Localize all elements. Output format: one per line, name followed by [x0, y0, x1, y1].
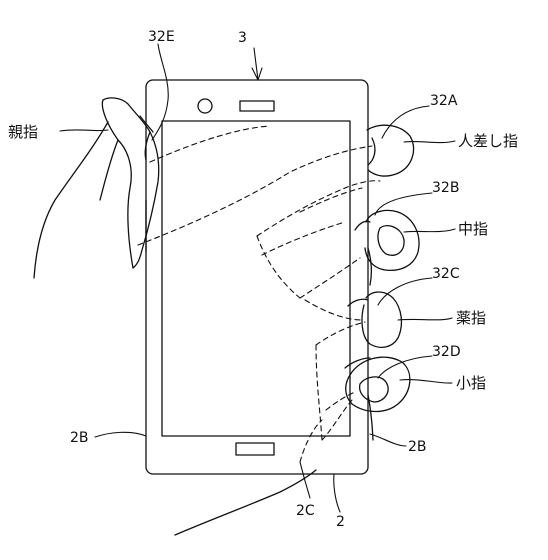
palm-lower-edge: [367, 247, 372, 286]
label-index-finger: 人差し指: [458, 132, 518, 150]
label-thumb: 親指: [8, 123, 38, 141]
label-ring-finger: 薬指: [456, 309, 486, 327]
label-side-right: 2B: [408, 439, 427, 455]
label-device-3: 3: [238, 30, 247, 46]
ring-finger-shape: [347, 291, 403, 349]
label-thumb-sensor: 32E: [148, 29, 175, 45]
label-housing: 2: [336, 514, 345, 530]
label-ring-sensor: 32C: [432, 266, 460, 282]
camera-icon: [197, 98, 213, 114]
middle-finger-shape: [354, 209, 420, 272]
label-index-sensor: 32A: [430, 93, 458, 109]
phone-screen: [161, 120, 351, 437]
label-side-left: 2B: [70, 430, 89, 446]
label-little-finger: 小指: [456, 374, 486, 392]
index-finger-shape: [366, 124, 415, 177]
leader-lines: [59, 43, 456, 513]
left-hand-outline: [33, 97, 160, 279]
hand-hidden-lines: [137, 125, 381, 463]
palm-lower-outline: [174, 469, 317, 536]
phone-housing: [145, 79, 369, 475]
home-button: [235, 442, 275, 456]
label-middle-sensor: 32B: [432, 180, 459, 196]
label-little-sensor: 32D: [432, 344, 461, 360]
label-bottom-edge: 2C: [296, 503, 315, 519]
label-middle-finger: 中指: [458, 220, 488, 238]
earpiece-slot: [239, 100, 275, 112]
little-finger-shape: [344, 356, 411, 413]
